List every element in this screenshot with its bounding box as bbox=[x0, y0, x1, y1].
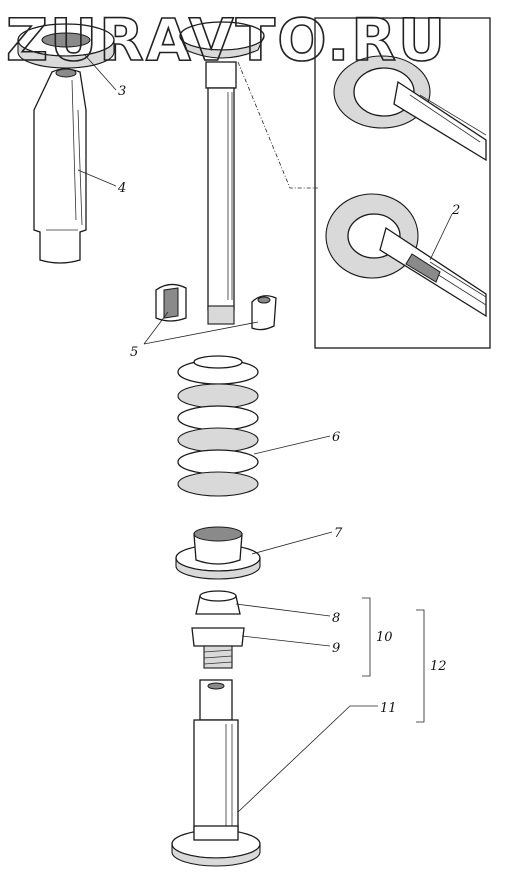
callout-6: 6 bbox=[332, 430, 340, 445]
part-4-sleeve bbox=[33, 68, 87, 264]
bracket-10 bbox=[362, 597, 371, 677]
callout-11: 11 bbox=[380, 701, 397, 716]
callout-3: 3 bbox=[118, 84, 126, 99]
callout-9: 9 bbox=[332, 641, 340, 656]
callout-12: 12 bbox=[430, 659, 447, 674]
watermark-text: ZURAVTO.RU bbox=[6, 6, 447, 74]
leader-6 bbox=[253, 435, 331, 455]
leader-7 bbox=[251, 531, 333, 555]
bracket-12 bbox=[416, 609, 425, 723]
leader-5b bbox=[143, 321, 259, 345]
part-7-spring-seat bbox=[175, 526, 261, 580]
leader-11 bbox=[237, 705, 378, 813]
leader-3 bbox=[83, 53, 117, 91]
leader-9 bbox=[241, 635, 331, 647]
callout-7: 7 bbox=[334, 526, 343, 541]
callout-8: 8 bbox=[332, 611, 340, 626]
inset-detail-frame bbox=[314, 17, 491, 349]
callout-4: 4 bbox=[117, 181, 126, 196]
leader-4 bbox=[77, 169, 117, 187]
callout-5: 5 bbox=[130, 345, 138, 360]
part-5-keepers bbox=[155, 283, 277, 331]
part-11-tappet bbox=[171, 679, 261, 867]
part-6-spring bbox=[177, 355, 259, 497]
leader-5a bbox=[143, 311, 169, 345]
part-9-adjuster bbox=[191, 627, 245, 669]
part-8-bolt-head bbox=[195, 590, 241, 615]
callout-2: 2 bbox=[451, 203, 460, 218]
leader-8 bbox=[235, 603, 331, 617]
part-valve-stem bbox=[179, 21, 265, 325]
leader-line-to-inset bbox=[237, 61, 318, 189]
leader-2 bbox=[429, 213, 453, 261]
callout-10: 10 bbox=[376, 630, 393, 645]
